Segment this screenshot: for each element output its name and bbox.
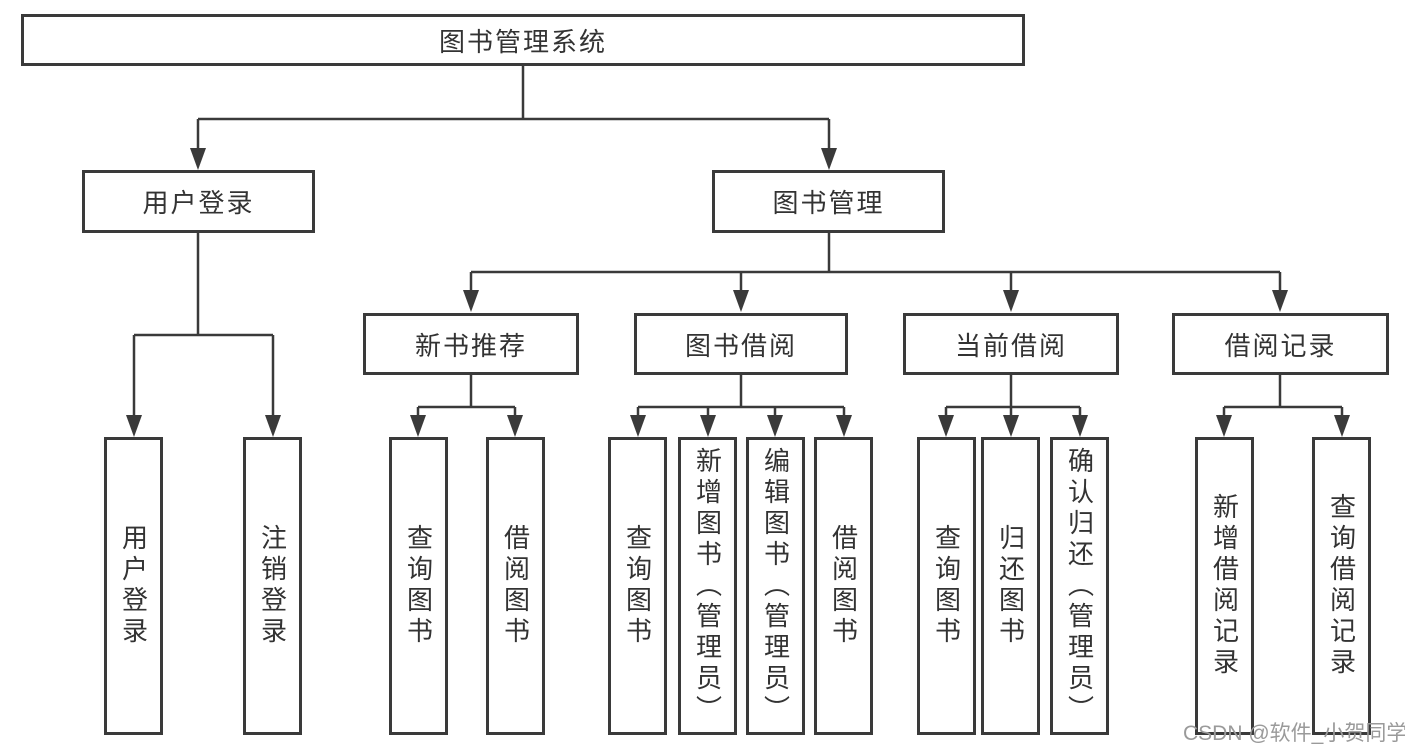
node-book-management: 图书管理 <box>712 170 945 233</box>
connector-root <box>196 66 831 150</box>
arrow-down-icon <box>1003 415 1019 437</box>
connector-book-borrow-group <box>636 375 846 417</box>
node-label: 查询图书 <box>403 524 434 648</box>
leaf-add-book-admin: 新增图书（管理员） <box>678 437 737 735</box>
node-label: 用户登录 <box>118 524 149 648</box>
arrow-down-icon <box>821 148 837 170</box>
node-library-management-system: 图书管理系统 <box>21 14 1025 66</box>
node-label: 编辑图书（管理员） <box>760 446 791 726</box>
leaf-logout: 注销登录 <box>243 437 302 735</box>
arrow-down-icon <box>126 415 142 437</box>
node-label: 借阅图书 <box>500 524 531 648</box>
connector-current-borrow-group <box>944 375 1082 417</box>
node-label: 借阅记录 <box>1224 330 1337 361</box>
node-label: 图书管理系统 <box>438 26 607 57</box>
leaf-return-book: 归还图书 <box>981 437 1040 735</box>
node-book-borrow: 图书借阅 <box>634 313 848 375</box>
node-label: 用户登录 <box>142 188 255 218</box>
arrow-down-icon <box>1216 415 1232 437</box>
node-label: 查询图书 <box>931 524 962 648</box>
arrow-down-icon <box>1072 415 1088 437</box>
leaf-query-books-recommend: 查询图书 <box>389 437 448 735</box>
leaf-add-borrow-record: 新增借阅记录 <box>1195 437 1254 735</box>
leaf-query-books-borrow: 查询图书 <box>608 437 667 735</box>
connector-borrow-records-group <box>1222 375 1344 417</box>
arrow-down-icon <box>410 415 426 437</box>
node-user-login: 用户登录 <box>82 170 315 233</box>
leaf-confirm-return-admin: 确认归还（管理员） <box>1050 437 1109 735</box>
leaf-user-login: 用户登录 <box>104 437 163 735</box>
node-label: 借阅图书 <box>828 524 859 648</box>
node-borrow-records: 借阅记录 <box>1172 313 1389 375</box>
leaf-edit-book-admin: 编辑图书（管理员） <box>746 437 805 735</box>
node-label: 当前借阅 <box>954 330 1067 361</box>
node-label: 图书借阅 <box>684 330 797 361</box>
node-label: 新增图书（管理员） <box>692 446 723 726</box>
csdn-watermark: CSDN @软件_小贺同学 <box>1183 722 1405 745</box>
arrow-down-icon <box>265 415 281 437</box>
arrow-down-icon <box>938 415 954 437</box>
arrow-down-icon <box>630 415 646 437</box>
arrow-down-icon <box>733 290 749 312</box>
node-label: 新书推荐 <box>414 330 527 361</box>
node-label: 查询图书 <box>622 524 653 648</box>
connector-new-book-group <box>416 375 517 417</box>
leaf-borrow-books-recommend: 借阅图书 <box>486 437 545 735</box>
connector-user-login-branch <box>132 233 275 417</box>
arrow-down-icon <box>1003 290 1019 312</box>
arrow-down-icon <box>1334 415 1350 437</box>
arrow-down-icon <box>1272 290 1288 312</box>
arrow-down-icon <box>507 415 523 437</box>
node-label: 查询借阅记录 <box>1326 493 1357 679</box>
leaf-query-borrow-record: 查询借阅记录 <box>1312 437 1371 735</box>
arrow-down-icon <box>836 415 852 437</box>
arrow-down-icon <box>190 148 206 170</box>
node-label: 新增借阅记录 <box>1209 493 1240 679</box>
node-current-borrow: 当前借阅 <box>903 313 1119 375</box>
node-label: 归还图书 <box>995 524 1026 648</box>
connector-book-management-branch <box>469 233 1282 292</box>
arrowhead-icons <box>126 148 1350 437</box>
leaf-query-books-current: 查询图书 <box>917 437 976 735</box>
node-label: 确认归还（管理员） <box>1064 446 1095 726</box>
leaf-borrow-books: 借阅图书 <box>814 437 873 735</box>
arrow-down-icon <box>463 290 479 312</box>
node-label: 注销登录 <box>257 524 288 648</box>
node-new-book-recommend: 新书推荐 <box>363 313 579 375</box>
arrow-down-icon <box>700 415 716 437</box>
arrow-down-icon <box>767 415 783 437</box>
node-label: 图书管理 <box>772 188 885 218</box>
